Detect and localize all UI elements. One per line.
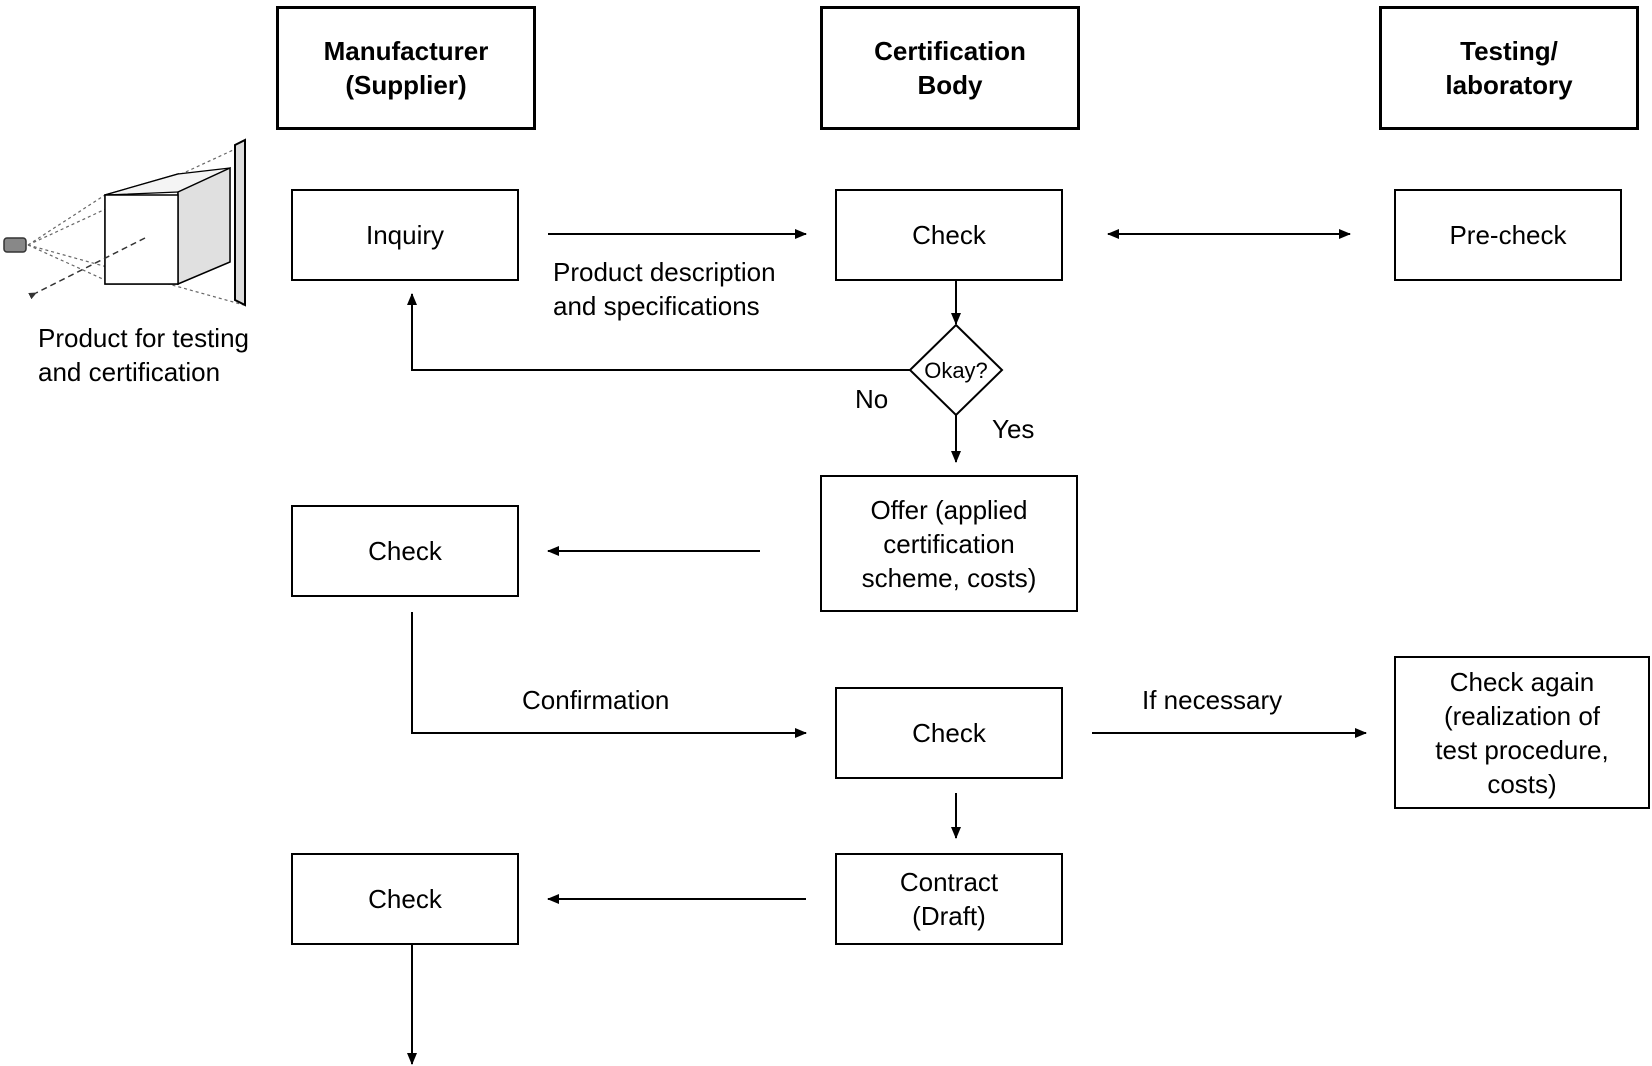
decision-label: Okay? bbox=[924, 358, 988, 383]
manufacturer-check-box: Check bbox=[291, 505, 519, 597]
check-again-box: Check again (realization of test procedu… bbox=[1394, 656, 1650, 809]
cb-check-box: Check bbox=[835, 189, 1063, 281]
manufacturer-check-2-box: Check bbox=[291, 853, 519, 945]
offer-box: Offer (applied certification scheme, cos… bbox=[820, 475, 1078, 612]
product-projection-icon bbox=[3, 138, 246, 307]
pre-check-box: Pre-check bbox=[1394, 189, 1622, 281]
product-label: Product for testing and certification bbox=[38, 323, 249, 387]
contract-box: Contract (Draft) bbox=[835, 853, 1063, 945]
cb-check-2-box: Check bbox=[835, 687, 1063, 779]
edge-label-product-description: Product description and specifications bbox=[553, 257, 776, 321]
inquiry-box: Inquiry bbox=[291, 189, 519, 281]
edge-label-confirmation: Confirmation bbox=[522, 685, 670, 715]
edge-label-yes: Yes bbox=[992, 414, 1035, 444]
edge-label-if-necessary: If necessary bbox=[1142, 685, 1283, 715]
header-certification-body: Certification Body bbox=[820, 6, 1080, 130]
header-testing-laboratory: Testing/ laboratory bbox=[1379, 6, 1639, 130]
header-manufacturer: Manufacturer (Supplier) bbox=[276, 6, 536, 130]
edge-label-no: No bbox=[855, 384, 889, 414]
